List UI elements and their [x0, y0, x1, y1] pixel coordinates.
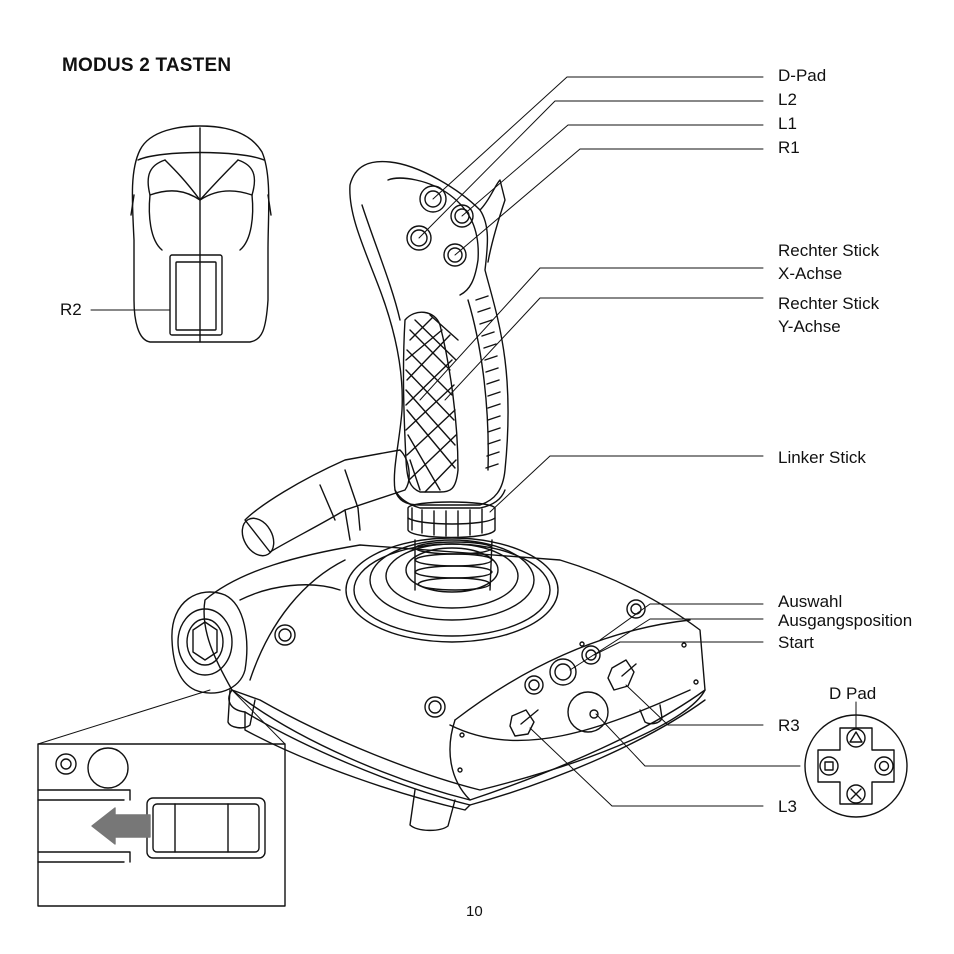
dpad-inset	[804, 701, 908, 818]
label-start: Start	[778, 633, 814, 652]
label-l2: L2	[778, 90, 797, 109]
leader-lines	[418, 76, 801, 807]
label-r2: R2	[60, 300, 82, 319]
label-l1: L1	[778, 114, 797, 133]
trigger-detail-drawing	[90, 125, 272, 343]
mode-switch-arrow	[91, 807, 151, 845]
circle-icon	[874, 756, 894, 776]
label-right-stick-x-line2: X-Achse	[778, 264, 843, 283]
label-right-stick-y-line1: Rechter Stick	[778, 294, 880, 313]
page-title: MODUS 2 TASTEN	[62, 55, 232, 76]
label-r1: R1	[778, 138, 800, 157]
cross-icon	[846, 784, 866, 804]
mode-switch-inset	[37, 689, 286, 907]
triangle-icon	[846, 728, 866, 748]
label-r3: R3	[778, 716, 800, 735]
label-dpad-inset: D Pad	[829, 684, 877, 703]
label-left-stick: Linker Stick	[778, 448, 866, 467]
label-l3: L3	[778, 797, 797, 816]
page-number: 10	[466, 903, 483, 920]
joystick-handle-drawing	[349, 160, 509, 509]
square-icon	[819, 756, 839, 776]
label-right-stick-x-line1: Rechter Stick	[778, 241, 880, 260]
label-dpad: D-Pad	[778, 66, 827, 85]
label-home: Ausgangsposition	[778, 611, 913, 630]
joystick-base-drawing	[171, 449, 706, 832]
label-select: Auswahl	[778, 592, 843, 611]
label-right-stick-y-line2: Y-Achse	[778, 317, 841, 336]
